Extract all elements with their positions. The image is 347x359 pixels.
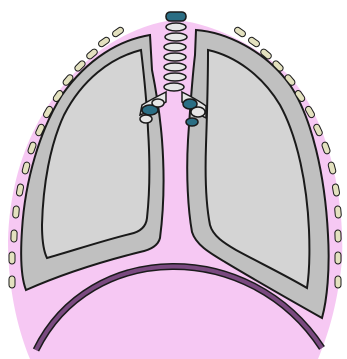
trachea-ring: [164, 63, 186, 71]
trachea-ring: [166, 12, 186, 21]
right-bronchus-ring: [186, 118, 198, 126]
right-bronchus-ring: [191, 107, 205, 117]
left-lung-inner: [42, 50, 149, 258]
rib: [233, 26, 246, 38]
trachea-ring: [164, 53, 186, 61]
trachea-ring: [165, 33, 187, 41]
trachea-ring: [166, 23, 186, 31]
rib: [334, 206, 341, 218]
left-bronchus-ring: [152, 99, 164, 107]
rib: [335, 276, 341, 288]
rib: [111, 26, 124, 38]
left-bronchus-ring: [140, 115, 152, 123]
rib: [9, 252, 15, 264]
rib: [11, 230, 17, 242]
trachea-ring: [164, 83, 184, 91]
rib: [12, 206, 19, 218]
rib: [335, 252, 341, 264]
trachea-ring: [164, 73, 186, 81]
trachea-ring: [164, 43, 186, 51]
rib: [335, 230, 341, 242]
rib: [9, 276, 15, 288]
